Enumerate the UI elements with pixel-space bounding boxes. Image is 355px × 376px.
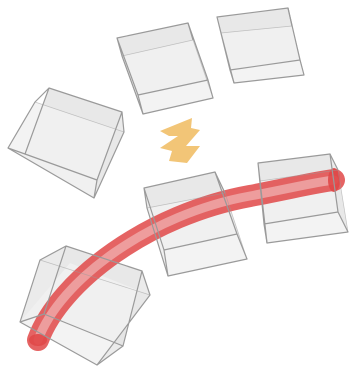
cube-top-middle [117,23,213,114]
cube-top-right-bottom [221,26,304,83]
cube-top-right [217,8,304,83]
double-arrow-icon [160,118,200,163]
double-arrow-shape [160,118,200,163]
cube-left [8,88,124,198]
